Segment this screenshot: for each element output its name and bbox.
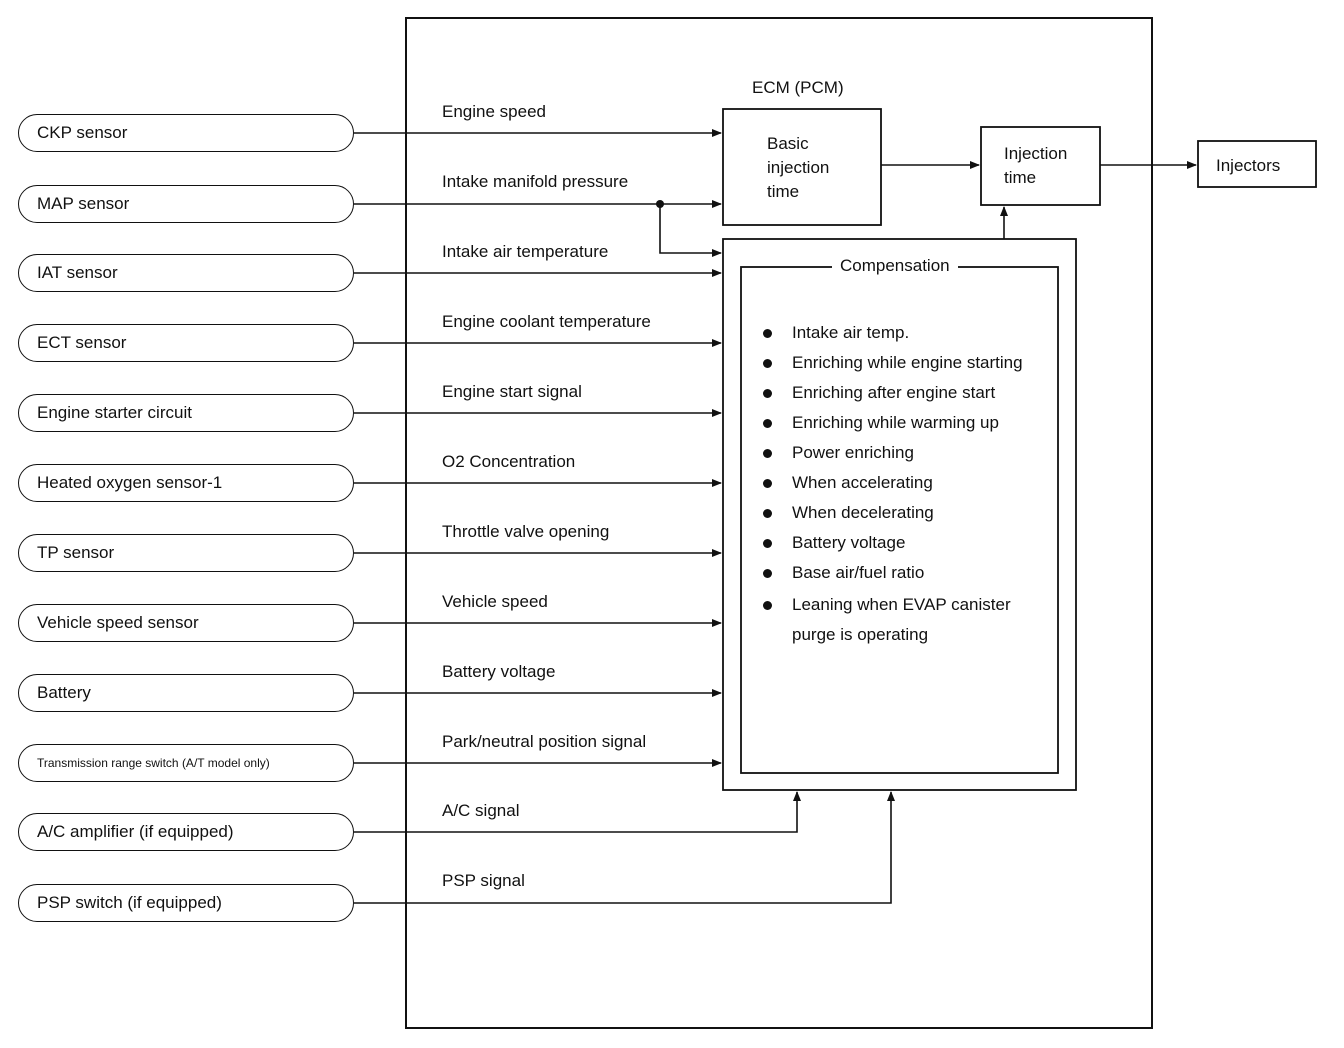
compensation-item: When accelerating (758, 470, 1058, 500)
basic-injection-label-3: time (767, 182, 800, 201)
injectors-box (1197, 140, 1317, 188)
map-branch-line (659, 204, 722, 257)
compensation-item: Base air/fuel ratio (758, 560, 1058, 590)
compensation-item: Enriching after engine start (758, 380, 1058, 410)
compensation-item: Enriching while warming up (758, 410, 1058, 440)
basic-injection-label-1: Basic (767, 134, 809, 153)
compensation-item: Power enriching (758, 440, 1058, 470)
ac-signal-line (354, 791, 801, 833)
battery-pill: Battery (18, 674, 354, 712)
o2-sensor-pill: Heated oxygen sensor-1 (18, 464, 354, 502)
signal-o2-concentration: O2 Concentration (442, 452, 576, 471)
compensation-item: Enriching while engine starting (758, 350, 1058, 380)
engine-starter-pill: Engine starter circuit (18, 394, 354, 432)
signal-park-neutral-position: Park/neutral position signal (442, 732, 647, 751)
signal-throttle-valve-opening: Throttle valve opening (442, 522, 610, 541)
compensation-item: Leaning when EVAP canister purge is oper… (758, 590, 1058, 650)
compensation-list: Intake air temp. Enriching while engine … (758, 320, 1058, 650)
ac-amplifier-pill: A/C amplifier (if equipped) (18, 813, 354, 851)
psp-signal-line (354, 791, 895, 904)
signal-engine-coolant-temperature: Engine coolant temperature (442, 312, 651, 331)
compensation-item: Battery voltage (758, 530, 1058, 560)
ckp-sensor-pill: CKP sensor (18, 114, 354, 152)
basic-injection-label-2: injection (767, 158, 830, 177)
injection-time-box (980, 126, 1101, 206)
compensation-outer-box (722, 238, 1077, 791)
signal-intake-air-temperature: Intake air temperature (442, 242, 609, 261)
map-sensor-pill: MAP sensor (18, 185, 354, 223)
injection-time-label-2: time (1004, 168, 1037, 187)
compensation-title: Compensation (832, 256, 958, 276)
ecm-title: ECM (PCM) (752, 78, 844, 97)
signal-vehicle-speed: Vehicle speed (442, 592, 548, 611)
ect-sensor-pill: ECT sensor (18, 324, 354, 362)
basic-injection-box (722, 108, 882, 226)
compensation-item: When decelerating (758, 500, 1058, 530)
vehicle-speed-sensor-pill: Vehicle speed sensor (18, 604, 354, 642)
injectors-label: Injectors (1216, 156, 1281, 175)
psp-switch-pill: PSP switch (if equipped) (18, 884, 354, 922)
injection-time-label-1: Injection (1004, 144, 1068, 163)
signal-intake-manifold-pressure: Intake manifold pressure (442, 172, 629, 191)
transmission-range-switch-pill: Transmission range switch (A/T model onl… (18, 744, 354, 782)
ecm-frame (405, 17, 1153, 1029)
iat-sensor-pill: IAT sensor (18, 254, 354, 292)
signal-psp: PSP signal (442, 871, 525, 890)
signal-engine-speed: Engine speed (442, 102, 546, 121)
signal-battery-voltage: Battery voltage (442, 662, 556, 681)
compensation-item: Intake air temp. (758, 320, 1058, 350)
tp-sensor-pill: TP sensor (18, 534, 354, 572)
signal-ac: A/C signal (442, 801, 520, 820)
signal-engine-start: Engine start signal (442, 382, 582, 401)
